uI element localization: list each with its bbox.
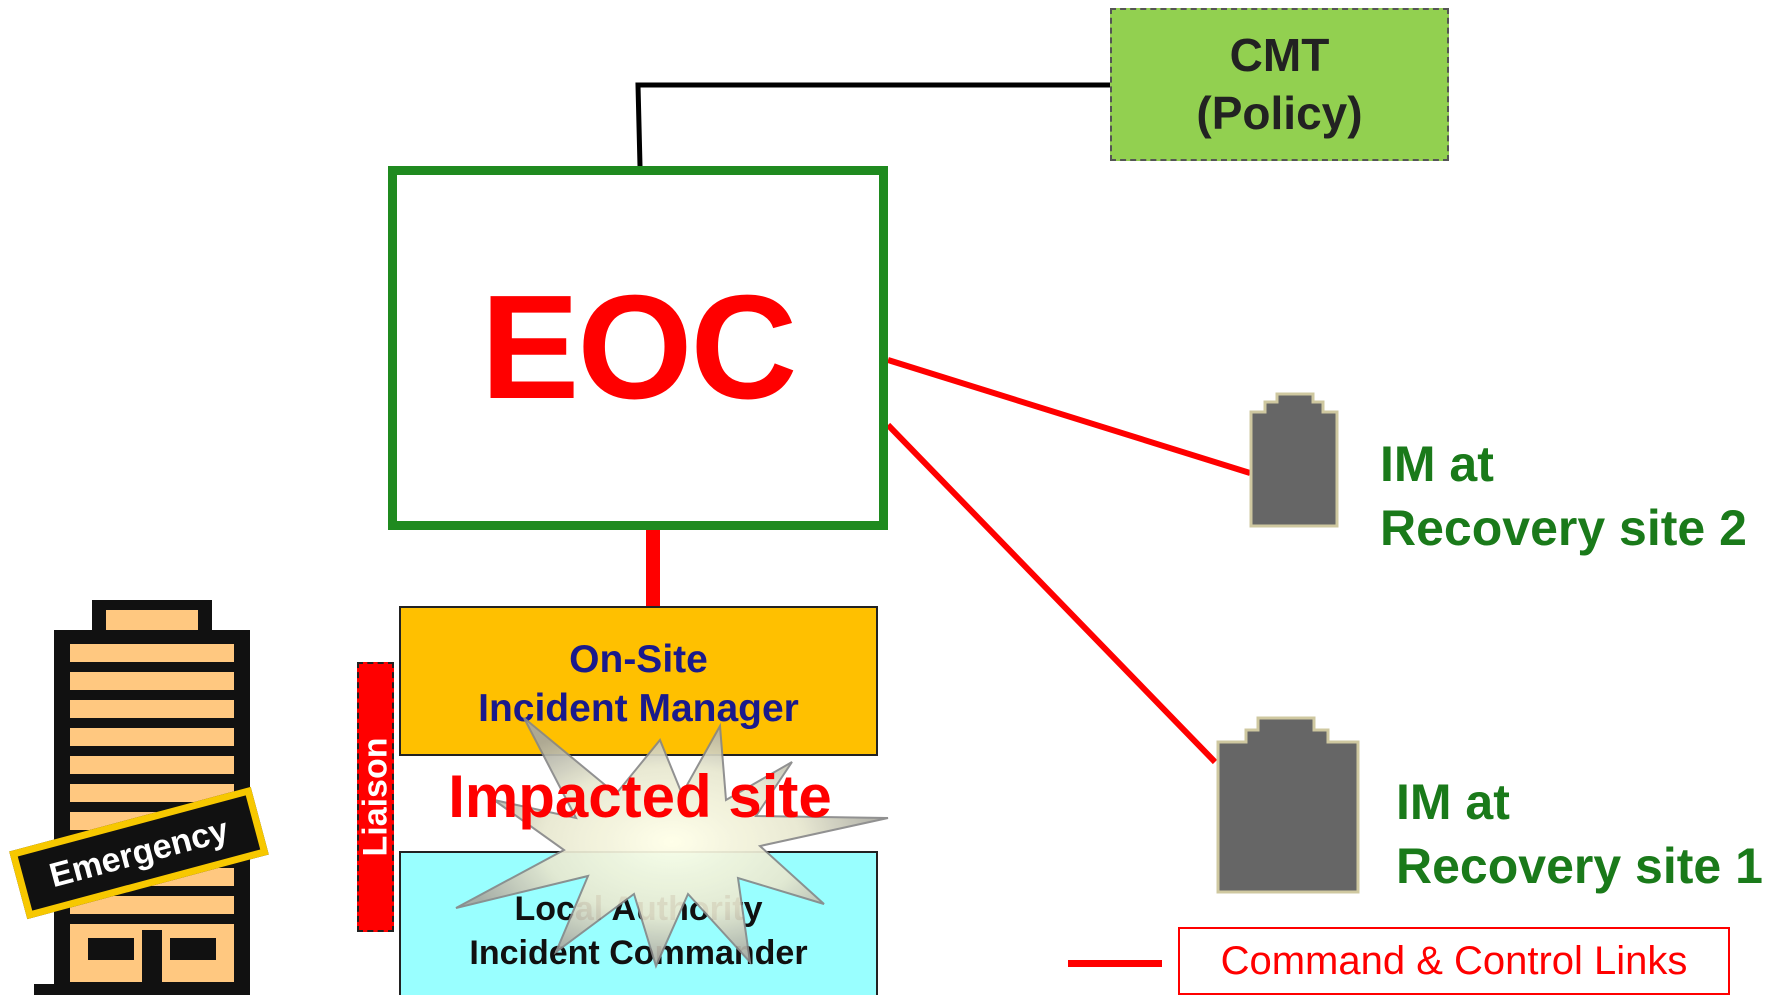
legend-label: Command & Control Links (1220, 938, 1688, 983)
recovery-site-1-line2: Recovery site 1 (1396, 838, 1763, 894)
cmt-policy-label: (Policy) (1196, 86, 1363, 139)
liaison-label: Liaison (356, 737, 395, 857)
recovery-site-1-line1: IM at (1396, 774, 1510, 830)
onsite-label: On-Site (569, 638, 708, 681)
command-link-recovery-site-1 (885, 422, 1218, 765)
cmt-label: CMT (1229, 29, 1330, 81)
cmt-policy-box: CMT (Policy) (1110, 8, 1449, 161)
recovery-site-2-line1: IM at (1380, 436, 1494, 492)
recovery-site-2-icon (1249, 392, 1339, 528)
policy-link (635, 82, 1110, 167)
impacted-site-label: Impacted site (448, 763, 832, 830)
incident-manager-label: Incident Manager (478, 686, 799, 730)
legend-box: Command & Control Links (1178, 927, 1730, 995)
onsite-incident-manager-box: On-Site Incident Manager (399, 606, 878, 756)
incident-commander-label: Incident Commander (469, 934, 808, 973)
recovery-site-1-label: IM at Recovery site 1 (1396, 770, 1763, 898)
eoc-box: EOC (388, 166, 888, 530)
eoc-label: EOC (480, 265, 798, 430)
recovery-site-2-line2: Recovery site 2 (1380, 500, 1747, 556)
liaison-bar (357, 662, 394, 932)
command-link-recovery-site-2 (887, 357, 1251, 476)
legend-line-swatch (1068, 960, 1162, 967)
recovery-site-1-icon (1216, 716, 1360, 894)
recovery-site-2-label: IM at Recovery site 2 (1380, 432, 1747, 560)
explosion-icon (455, 717, 889, 969)
